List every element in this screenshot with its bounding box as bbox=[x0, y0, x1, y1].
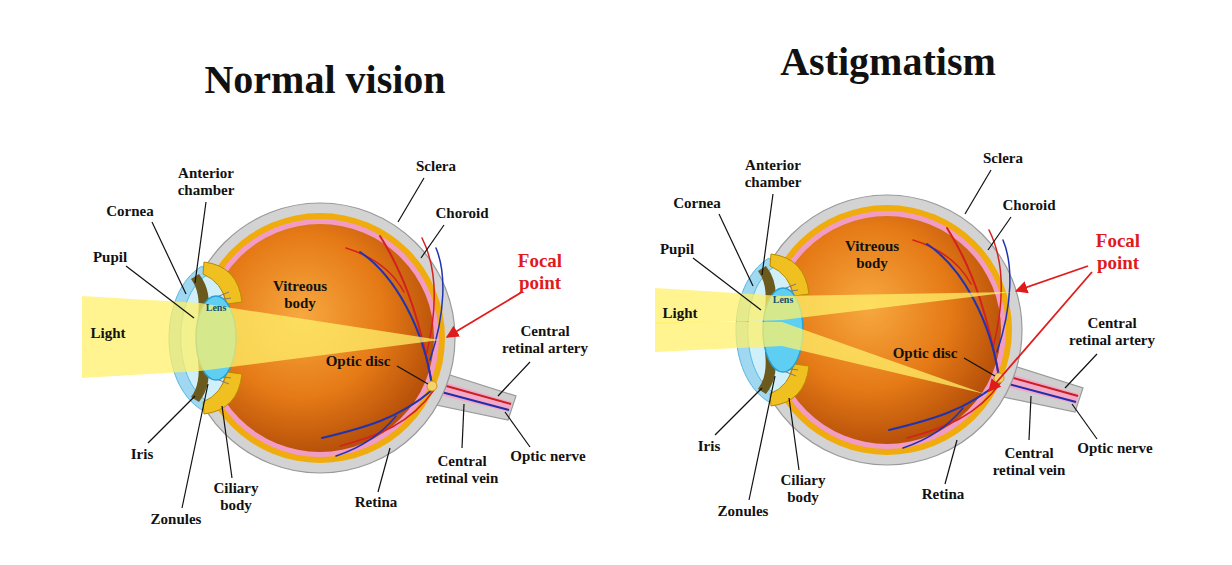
part-label: Optic disc bbox=[326, 353, 391, 370]
part-label: Ciliary body bbox=[773, 472, 833, 507]
light-beam bbox=[655, 322, 985, 394]
light-beam bbox=[82, 296, 440, 378]
part-label: Zonules bbox=[718, 503, 769, 520]
part-label: Optic nerve bbox=[510, 448, 585, 465]
part-label: Iris bbox=[131, 446, 154, 463]
heading: Normal vision bbox=[204, 57, 445, 103]
part-label: Retina bbox=[355, 494, 398, 511]
part-label: Vitreous body bbox=[835, 238, 910, 273]
part-label: Central retinal vein bbox=[416, 453, 508, 488]
part-label: Anterior chamber bbox=[736, 157, 811, 192]
focal-arrow bbox=[447, 292, 522, 337]
leader-lines bbox=[126, 178, 530, 508]
heading: Astigmatism bbox=[780, 39, 996, 85]
part-label: Choroid bbox=[1002, 197, 1055, 214]
part-label: Cornea bbox=[106, 203, 154, 220]
part-label: Ciliary body bbox=[206, 480, 266, 515]
focal-arrow bbox=[989, 272, 1092, 391]
part-label: Central retinal artery bbox=[1066, 315, 1158, 350]
part-label: Pupil bbox=[660, 241, 694, 258]
part-label: Central retinal artery bbox=[499, 323, 591, 358]
lens-label: Lens bbox=[206, 302, 227, 314]
part-label: Iris bbox=[698, 438, 721, 455]
part-label: Cornea bbox=[673, 195, 721, 212]
part-label: Anterior chamber bbox=[169, 165, 244, 200]
part-label: Sclera bbox=[983, 150, 1023, 167]
focal-arrow bbox=[1016, 266, 1088, 291]
part-label: Central retinal vein bbox=[983, 445, 1075, 480]
part-label: Light bbox=[662, 305, 697, 322]
focal-point-label: Focal point bbox=[1086, 230, 1151, 274]
part-label: Optic nerve bbox=[1077, 440, 1152, 457]
part-label: Pupil bbox=[93, 249, 127, 266]
leader-lines bbox=[693, 170, 1097, 500]
part-label: Choroid bbox=[435, 205, 488, 222]
part-label: Retina bbox=[922, 486, 965, 503]
focal-point-label: Focal point bbox=[508, 250, 573, 294]
part-label: Light bbox=[90, 325, 125, 342]
part-label: Zonules bbox=[151, 511, 202, 528]
light-beam bbox=[655, 288, 1012, 324]
part-label: Sclera bbox=[416, 158, 456, 175]
lens-label: Lens bbox=[773, 294, 794, 306]
part-label: Optic disc bbox=[893, 345, 958, 362]
part-label: Vitreous body bbox=[263, 278, 338, 313]
